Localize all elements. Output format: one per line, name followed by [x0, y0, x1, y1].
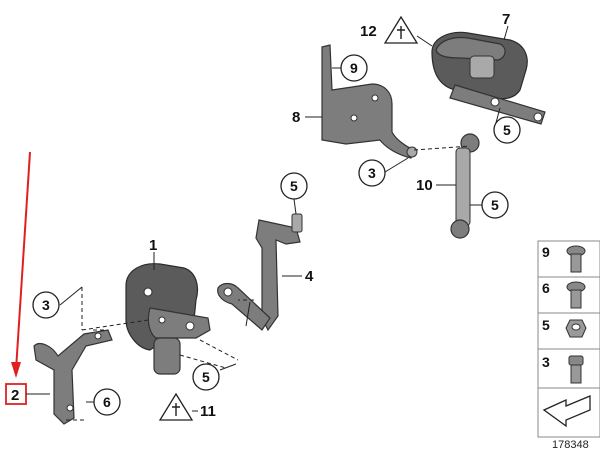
screw-flange-icon — [566, 245, 586, 273]
callout-9[interactable]: 9 — [332, 54, 368, 82]
svg-text:1: 1 — [149, 237, 157, 254]
fastener-legend: 9 6 5 3 — [537, 240, 600, 451]
callout-2[interactable]: 2 — [11, 387, 50, 404]
coupling-rod-10[interactable] — [450, 133, 480, 239]
bracket-8[interactable] — [321, 44, 416, 159]
sensor-1[interactable] — [125, 263, 211, 375]
svg-text:6: 6 — [542, 280, 550, 296]
highlight-arrow — [5, 151, 31, 405]
svg-text:5: 5 — [202, 369, 210, 385]
svg-text:8: 8 — [292, 109, 300, 126]
callout-5-bottom[interactable]: 5 — [192, 363, 237, 391]
svg-text:7: 7 — [502, 11, 510, 28]
svg-text:4: 4 — [305, 268, 314, 285]
svg-text:11: 11 — [200, 403, 216, 420]
svg-text:2: 2 — [11, 387, 19, 404]
callout-7[interactable]: 7 — [502, 11, 510, 41]
assembly-lines — [66, 145, 471, 421]
svg-text:3: 3 — [542, 354, 550, 370]
washer-icon — [406, 146, 418, 158]
socket-screw-icon — [568, 355, 584, 384]
callout-11[interactable]: 11 — [158, 392, 216, 421]
callout-5-top[interactable]: 5 — [280, 172, 308, 215]
callout-5-right-bottom[interactable]: 5 — [470, 191, 509, 219]
plug-icon — [397, 26, 405, 39]
legend-row-5[interactable]: 5 — [542, 317, 587, 338]
callout-1[interactable]: 1 — [149, 237, 157, 270]
callout-8[interactable]: 8 — [292, 109, 322, 126]
callout-3-top[interactable]: 3 — [358, 157, 409, 187]
svg-text:6: 6 — [103, 394, 111, 410]
callout-10[interactable]: 10 — [416, 177, 456, 194]
diagram-id: 178348 — [552, 439, 589, 451]
svg-text:5: 5 — [542, 317, 550, 333]
plug-icon — [172, 403, 180, 416]
svg-text:5: 5 — [491, 197, 499, 213]
svg-text:3: 3 — [368, 165, 376, 181]
screw-flange-icon — [566, 281, 586, 309]
callout-6[interactable]: 6 — [86, 388, 121, 416]
legend-row-6[interactable]: 6 — [542, 280, 586, 309]
direction-arrow-icon — [542, 395, 591, 428]
svg-text:9: 9 — [350, 60, 358, 76]
legend-row-9[interactable]: 9 — [542, 244, 586, 273]
svg-text:12: 12 — [360, 23, 377, 40]
svg-text:3: 3 — [42, 297, 50, 313]
callout-12[interactable]: 12 — [360, 15, 433, 47]
callout-4[interactable]: 4 — [282, 268, 314, 285]
svg-text:5: 5 — [503, 122, 511, 138]
svg-text:9: 9 — [542, 244, 550, 260]
callout-3-left[interactable]: 3 — [32, 286, 83, 319]
legend-row-3[interactable]: 3 — [542, 354, 584, 384]
callout-5-right-top[interactable]: 5 — [493, 107, 521, 144]
sensor-7[interactable] — [431, 31, 546, 125]
callout-5-mid[interactable] — [245, 301, 251, 327]
svg-text:10: 10 — [416, 177, 433, 194]
hex-nut-icon — [565, 319, 587, 338]
svg-text:5: 5 — [290, 178, 298, 194]
bracket-2[interactable] — [33, 329, 113, 425]
linkage-4[interactable] — [217, 213, 303, 332]
